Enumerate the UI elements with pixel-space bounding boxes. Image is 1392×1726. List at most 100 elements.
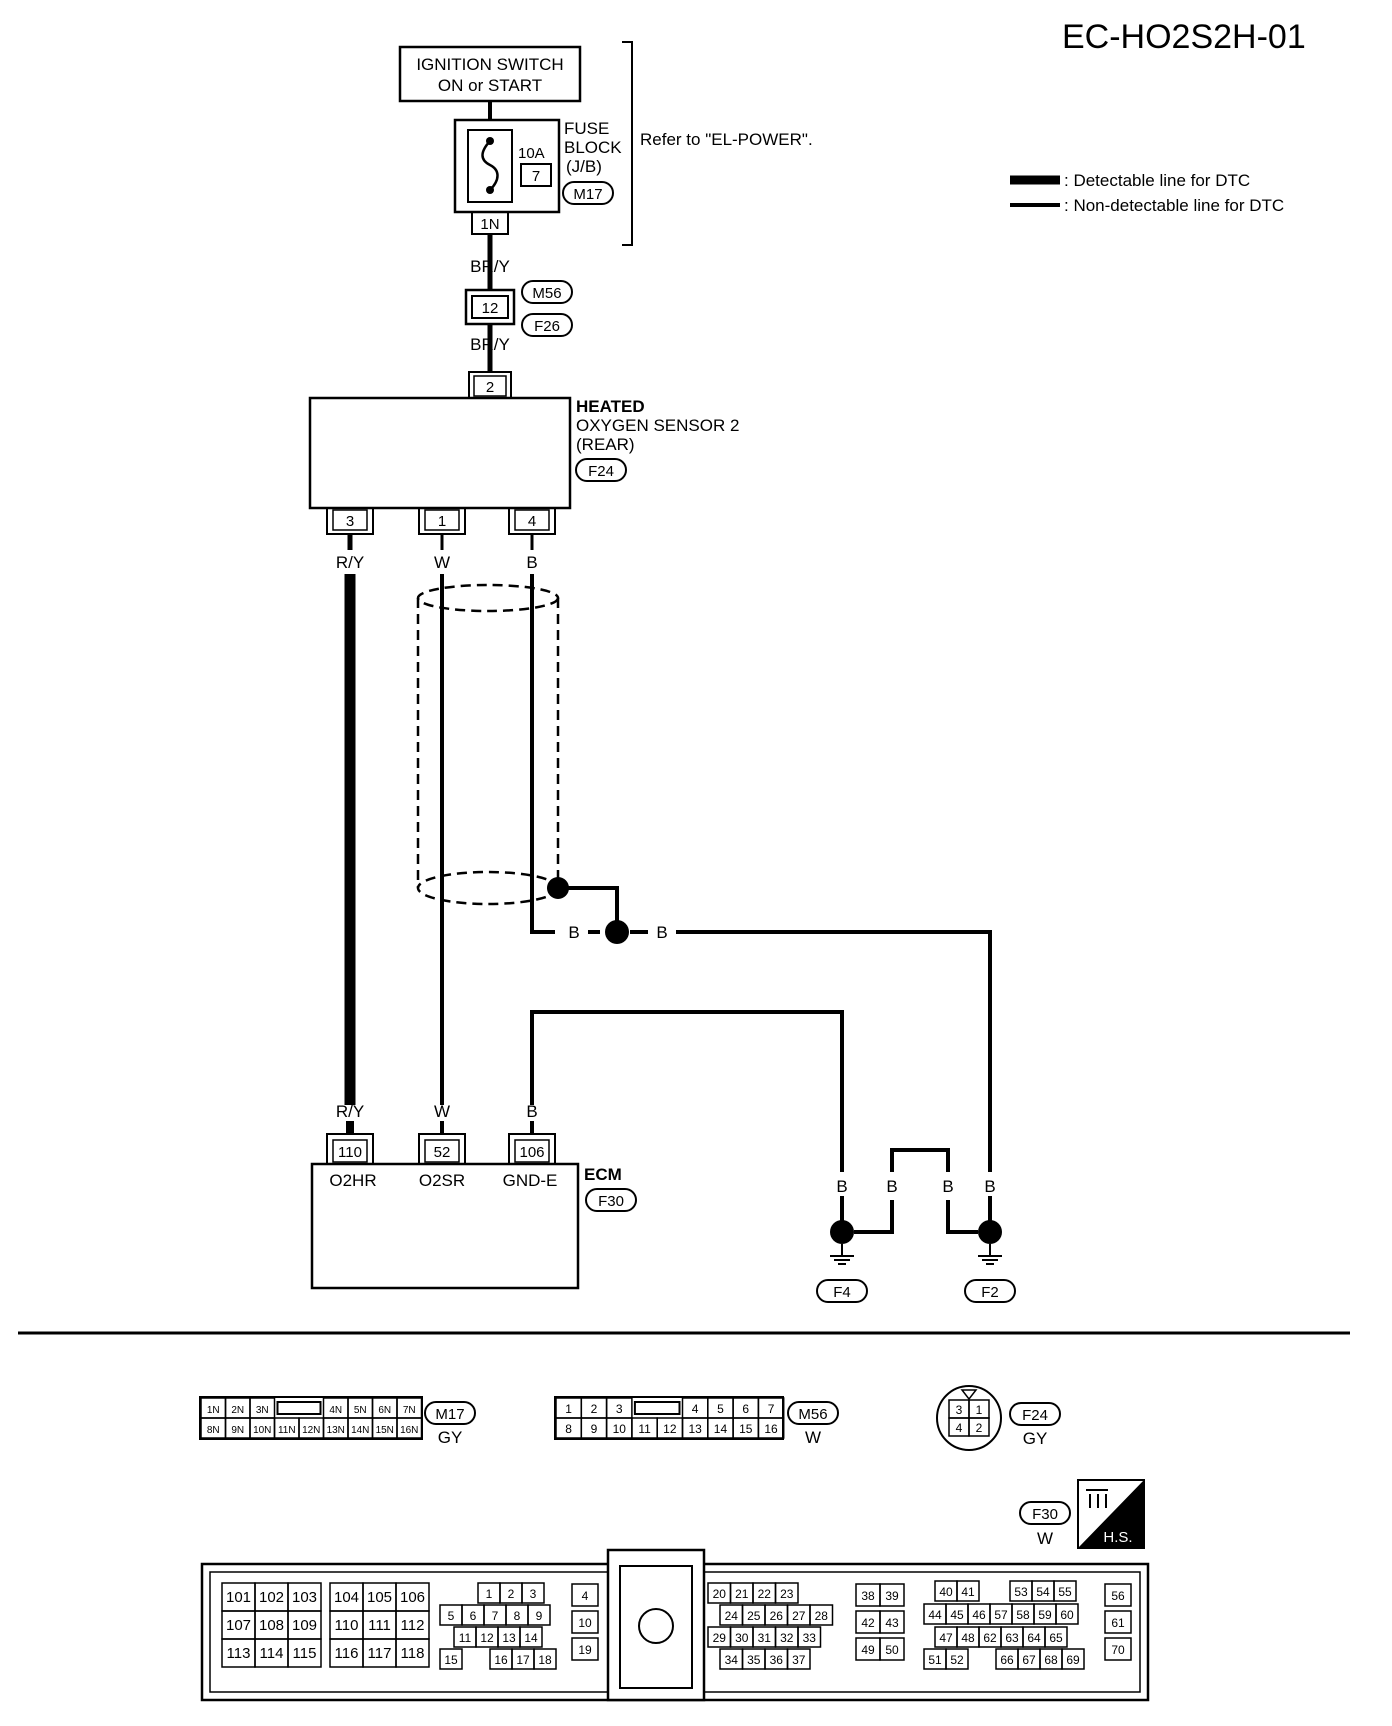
m56-pin-1: 1 bbox=[565, 1402, 572, 1416]
m17-pin-16N-cell bbox=[396, 1417, 423, 1439]
ground-icon-f4 bbox=[830, 1244, 854, 1265]
sensor-label3: (REAR) bbox=[576, 435, 635, 454]
ecm-pin-69-cell bbox=[1061, 1648, 1085, 1670]
m17-pin-6N: 6N bbox=[378, 1405, 391, 1416]
ecm-pin-69: 69 bbox=[1066, 1653, 1080, 1667]
ecm-pin-28-cell bbox=[809, 1604, 834, 1626]
ecm-pin-23-cell bbox=[774, 1582, 799, 1604]
ecm-pin-15-cell bbox=[439, 1648, 463, 1670]
legend: : Detectable line for DTC : Non-detectab… bbox=[1010, 171, 1284, 215]
ecm-pin-48: 48 bbox=[961, 1631, 975, 1645]
m17-pin-16N: 16N bbox=[400, 1425, 418, 1436]
f24-pin-2: 2 bbox=[976, 1421, 983, 1435]
ignition-switch: IGNITION SWITCH ON or START bbox=[398, 45, 582, 103]
ground-f2-wire-label: B bbox=[984, 1177, 995, 1196]
joint-pin: 12 bbox=[482, 300, 499, 317]
m56-pin-13: 13 bbox=[688, 1422, 702, 1436]
m56-color: W bbox=[805, 1428, 821, 1447]
ground-jumper-label-right: B bbox=[942, 1177, 953, 1196]
sensor-pin-1: 1 bbox=[438, 513, 446, 530]
m56-pin-7: 7 bbox=[768, 1402, 775, 1416]
m56-pin-4: 4 bbox=[692, 1402, 699, 1416]
legend-detectable-text: : Detectable line for DTC bbox=[1064, 171, 1250, 190]
m17-pin-7N: 7N bbox=[403, 1405, 416, 1416]
ecm-pin-44: 44 bbox=[928, 1608, 942, 1622]
ecm-pin-16: 16 bbox=[494, 1653, 508, 1667]
connector-f30-header: F30 W H.S. bbox=[1019, 1479, 1145, 1549]
ignition-switch-line2: ON or START bbox=[438, 76, 542, 95]
ecm-pin-47: 47 bbox=[939, 1631, 953, 1645]
ecm-pin-33-cell bbox=[797, 1626, 822, 1648]
grounds: B B B B F4 F2 bbox=[816, 1148, 1016, 1303]
ecm-pin-60-cell bbox=[1055, 1603, 1079, 1625]
m17-name: M17 bbox=[435, 1406, 464, 1423]
ecm-pin-49: 49 bbox=[861, 1643, 875, 1657]
ecm-pin-118-cell bbox=[395, 1638, 430, 1668]
fuse-block-label1: FUSE bbox=[564, 119, 609, 138]
ecm-pin-6: 6 bbox=[470, 1609, 477, 1623]
ecm-pin-1: 1 bbox=[486, 1587, 493, 1601]
ecm-pin-12: 12 bbox=[480, 1631, 494, 1645]
m56-pin-14: 14 bbox=[714, 1422, 728, 1436]
ecm-pin-19: 19 bbox=[578, 1643, 592, 1657]
m17-pin-2N: 2N bbox=[231, 1405, 244, 1416]
fuse-block-label2: BLOCK bbox=[564, 138, 622, 157]
ecm-pin-50-cell bbox=[879, 1637, 905, 1661]
sensor-pin-3: 3 bbox=[346, 513, 354, 530]
ecm-pin-39: 39 bbox=[885, 1589, 899, 1603]
fuse-bracket bbox=[622, 41, 633, 246]
ecm-pin-110: 110 bbox=[335, 1617, 359, 1634]
ecm-pin-52-cell bbox=[945, 1648, 969, 1670]
ecm-pin-51: 51 bbox=[928, 1653, 942, 1667]
ecm-wire-label-w: W bbox=[434, 1102, 450, 1121]
ecm-pin-14: 14 bbox=[524, 1631, 538, 1645]
diagram-title: EC-HO2S2H-01 bbox=[1062, 18, 1306, 56]
m56-pin-2: 2 bbox=[591, 1402, 598, 1416]
m17-pin-1N: 1N bbox=[207, 1405, 220, 1416]
ecm-pin-7: 7 bbox=[492, 1609, 499, 1623]
ecm-pin-55-cell bbox=[1053, 1580, 1077, 1602]
shield bbox=[416, 583, 560, 906]
ground-f2: F2 bbox=[981, 1284, 999, 1301]
ecm-pin-65-cell bbox=[1044, 1626, 1068, 1648]
ecm-connector: F30 bbox=[598, 1193, 624, 1210]
ecm-pin-28: 28 bbox=[815, 1609, 829, 1623]
ecm: R/Y W B 110 52 106 O2HR O2SR GND-E ECM F… bbox=[310, 1102, 637, 1290]
ground-jumper-label-left: B bbox=[886, 1177, 897, 1196]
br-y-wire: BR/Y 12 M56 F26 BR/Y bbox=[464, 234, 573, 372]
hs-badge-icon bbox=[1078, 1480, 1144, 1548]
ground-f4: F4 bbox=[833, 1284, 851, 1301]
m17-pin-15N: 15N bbox=[376, 1425, 394, 1436]
ecm-pin-42: 42 bbox=[861, 1616, 875, 1630]
m56-pin-6: 6 bbox=[742, 1402, 749, 1416]
ecm-pin-36: 36 bbox=[770, 1653, 784, 1667]
m17-pin-4N: 4N bbox=[329, 1405, 342, 1416]
ecm-pin-67: 67 bbox=[1022, 1653, 1036, 1667]
ecm-pin-26: 26 bbox=[770, 1609, 784, 1623]
m56-pin-10: 10 bbox=[613, 1422, 627, 1436]
ecm-pin-103: 103 bbox=[292, 1589, 317, 1606]
joint-conn-top: M56 bbox=[532, 285, 561, 302]
ecm-pin-106: 106 bbox=[519, 1144, 544, 1161]
ground-f4-wire-label: B bbox=[836, 1177, 847, 1196]
ecm-term-o2hr: O2HR bbox=[329, 1171, 376, 1190]
ecm-pin-56-cell bbox=[1104, 1583, 1132, 1607]
ecm-pin-61: 61 bbox=[1111, 1616, 1125, 1630]
ecm-pin-10-cell bbox=[571, 1610, 599, 1634]
gnd-e-wire bbox=[530, 1010, 844, 1172]
m56-name: M56 bbox=[798, 1406, 827, 1423]
ecm-pin-64: 64 bbox=[1027, 1631, 1041, 1645]
ecm-pin-116: 116 bbox=[335, 1645, 359, 1662]
ecm-pin-5: 5 bbox=[448, 1609, 455, 1623]
f30-color: W bbox=[1037, 1529, 1053, 1548]
m17-color: GY bbox=[438, 1428, 463, 1447]
ecm-pin-37-cell bbox=[786, 1648, 811, 1670]
ecm-pin-111: 111 bbox=[368, 1617, 391, 1634]
ecm-pin-113: 113 bbox=[227, 1645, 251, 1662]
wire-label-r-y-top: R/Y bbox=[336, 553, 364, 572]
ecm-pin-2: 2 bbox=[508, 1587, 515, 1601]
ecm-pin-24: 24 bbox=[725, 1609, 739, 1623]
f24-pin-1: 1 bbox=[976, 1403, 983, 1417]
ecm-pin-11: 11 bbox=[459, 1631, 472, 1645]
